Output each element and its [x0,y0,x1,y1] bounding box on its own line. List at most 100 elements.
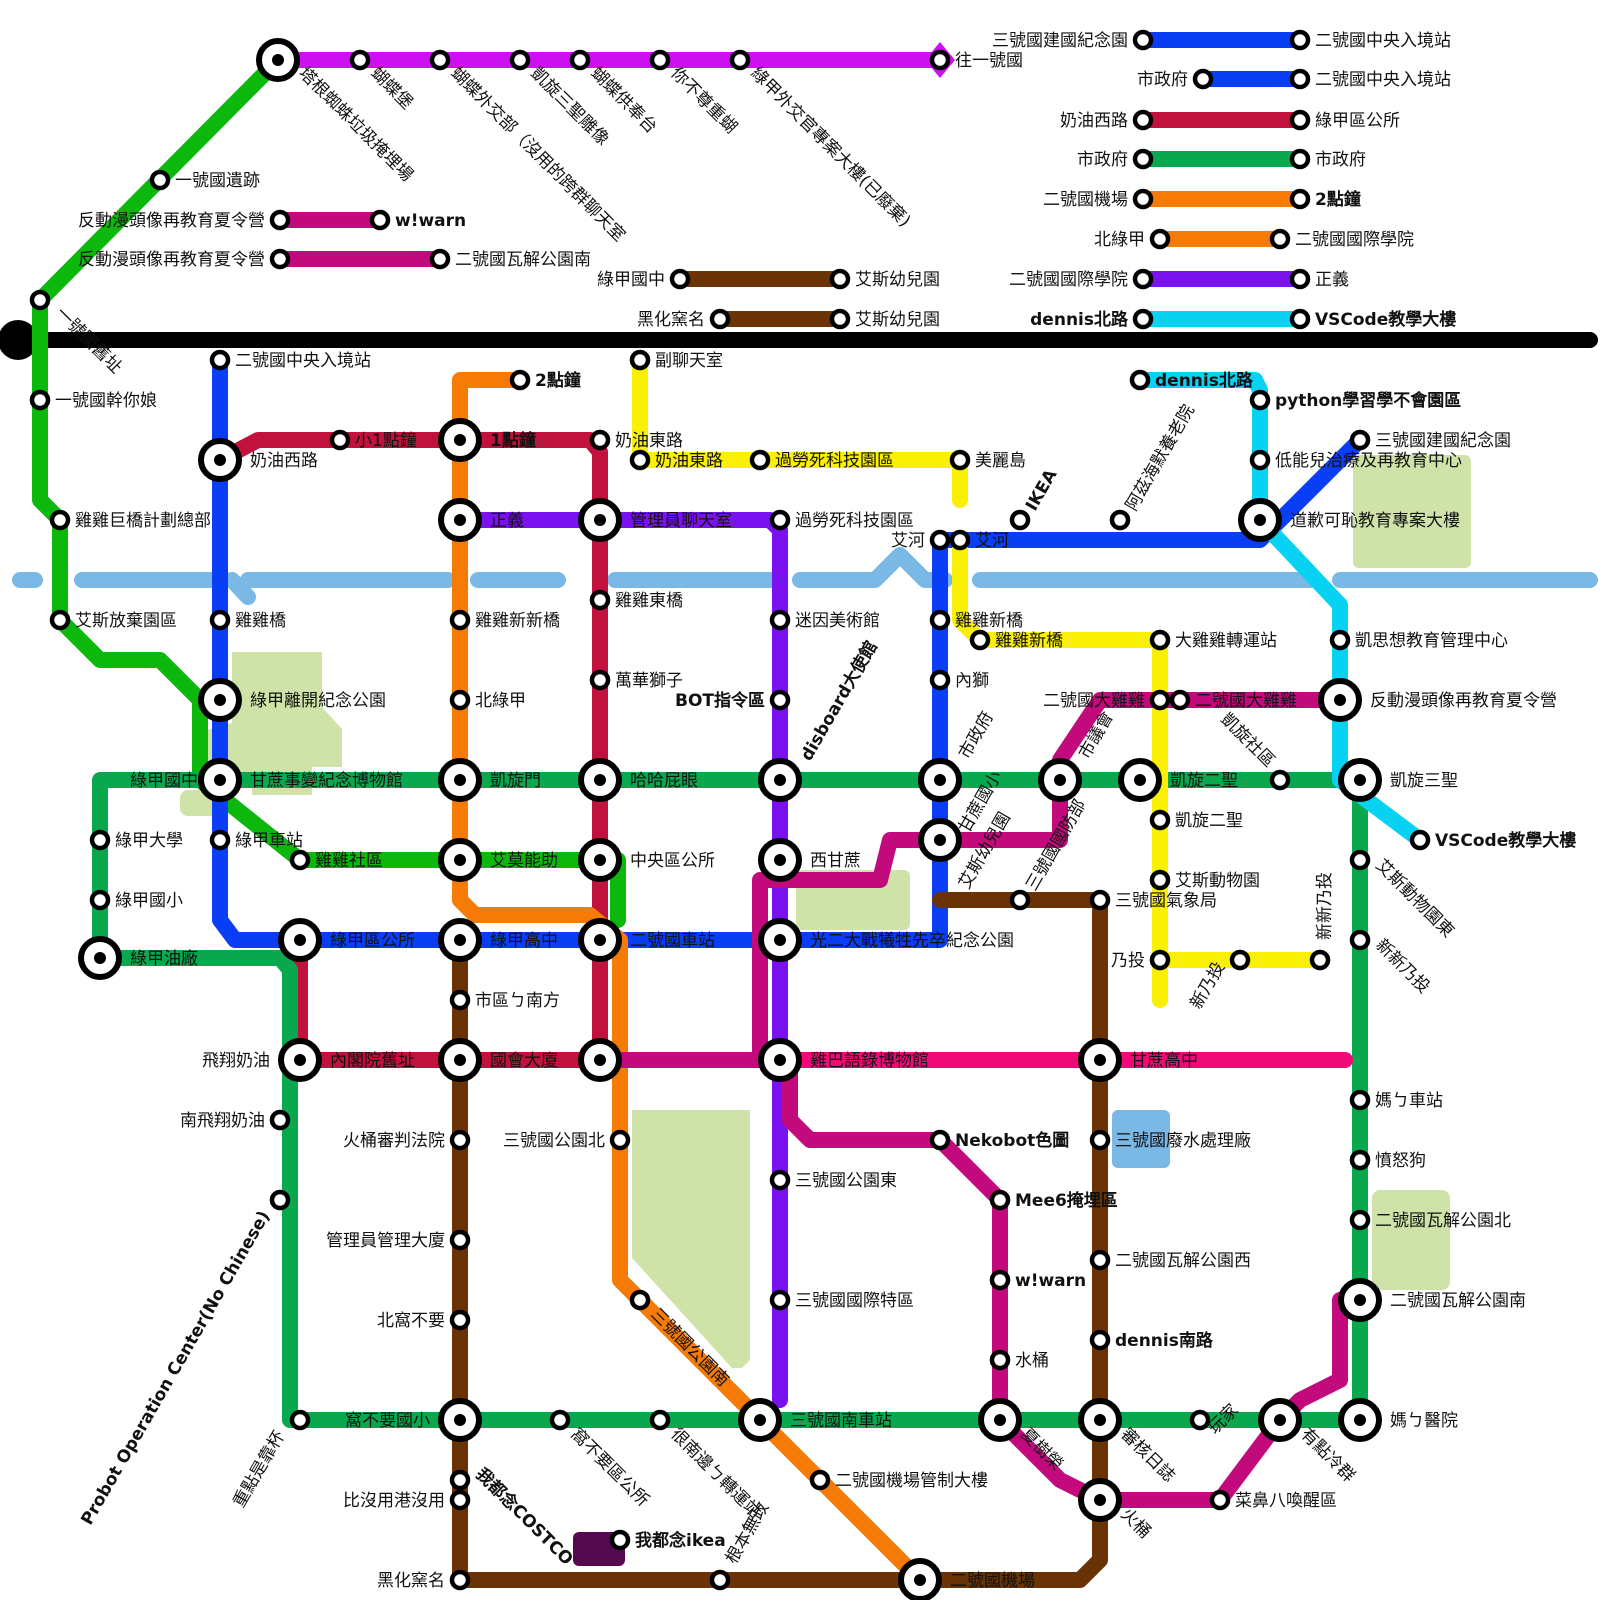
station-marker [1092,892,1108,908]
legend-label: 市政府 [1315,150,1366,170]
station-marker [672,271,688,287]
interchange-dot [454,1414,466,1426]
station: 二號國機場管制大樓 [812,1471,988,1491]
station: 內獅 [932,671,989,691]
station-marker [832,311,848,327]
station-label: 三號國國際特區 [795,1291,914,1311]
station-label: 黑化窯名 [637,310,705,330]
station-marker [512,372,528,388]
station-marker [992,1352,1008,1368]
station-label: BOT指令區 [675,690,765,711]
station-marker [812,1472,828,1488]
station: dennis南路 [1092,1330,1214,1351]
station-label: 雞雞新橋 [955,611,1023,631]
station-marker [1212,1492,1228,1508]
station-label: 火桶審判法院 [343,1131,445,1151]
station-label: 綠甲高中 [490,931,558,951]
station-label: 凱旋門 [490,771,541,791]
station-marker [272,1112,288,1128]
legend-marker [1292,32,1308,48]
station-label: 雞巴語錄博物館 [810,1051,929,1071]
station-label: 光二大戰犧牲先卒紀念公園 [810,930,1014,951]
station: 二號國瓦解公園西 [1092,1251,1251,1271]
station: 我都念ikea [612,1530,726,1551]
station: 二號國車站 [581,921,715,959]
station-label: 市區ㄅ南方 [475,991,560,1011]
station-label: 艾河 [975,531,1009,551]
station: 火桶審判法院 [343,1131,468,1151]
station: 副聊天室 [632,351,723,371]
station-marker [1172,692,1188,708]
station: 萬華獅子 [592,671,683,691]
legend-marker [1272,231,1288,247]
interchange-dot [594,774,606,786]
station: 三號國建國紀念園 [1352,430,1511,451]
station-label: 雞雞東橋 [615,591,683,611]
station: 國會大廈 [490,1041,619,1079]
station: 三號國公園東 [772,1171,897,1191]
station-marker [652,1412,668,1428]
station: 三號國南車站 [741,1401,892,1439]
station-label: 二號國瓦解公園南 [1390,1291,1526,1311]
station: 中央區公所 [581,841,715,879]
interchange-dot [1254,514,1266,526]
line-lime [40,60,618,920]
station-marker [952,532,968,548]
station: 綠甲國小 [92,891,183,911]
station-label: 媽ㄅ車站 [1375,1091,1443,1111]
legend-marker [1292,311,1308,327]
station-label: 三號國廢水處理廠 [1115,1130,1251,1151]
station-label: 西甘蔗 [810,851,861,871]
station: 艾莫能助 [441,841,558,879]
station-marker [272,212,288,228]
station-marker [1092,1332,1108,1348]
legend-label: 綠甲區公所 [1315,111,1400,131]
station-marker [612,1132,628,1148]
station-marker [632,352,648,368]
station: 小1點鐘 [332,431,417,451]
legend-label: 二號國國際學院 [1295,230,1414,250]
legend-marker [1292,71,1308,87]
interchange-dot [754,1414,766,1426]
station-label: w!warn [1015,1271,1086,1291]
interchange-dot [1094,1054,1106,1066]
station: 甘蔗高中 [1081,1041,1198,1079]
interchange-dot [994,1414,1006,1426]
station-label: 三號國南車站 [790,1411,892,1431]
station-marker [612,1532,628,1548]
station-label: 三號國氣象局 [1115,891,1217,911]
station-label: 正義 [490,511,524,531]
station: 凱旋二聖 [1121,761,1238,799]
station: 雞雞新新橋 [452,611,560,631]
station-label: 內獅 [955,671,989,691]
station: 過勞死科技園區 [772,511,914,531]
station-marker [1252,392,1268,408]
station-marker [452,1232,468,1248]
station-label: 管理員管理大廈 [326,1231,445,1251]
station-marker [272,251,288,267]
station-label: 過勞死科技園區 [795,511,914,531]
station: 南飛翔奶油 [180,1111,288,1131]
station-label: 1點鐘 [490,430,536,451]
station-label: VSCode教學大樓 [1435,830,1576,851]
station: 綠甲區公所 [281,921,415,959]
station-label: 二號國機場管制大樓 [835,1471,988,1491]
interchange-dot [914,1574,926,1586]
legend-label: dennis北路 [1030,309,1129,330]
station-marker [772,612,788,628]
station-label: 綠甲油廠 [130,948,198,969]
station-marker [1112,512,1128,528]
interchange-dot [454,514,466,526]
station-marker [372,212,388,228]
station-label: 二號國機場 [950,1571,1035,1591]
station-marker [1152,952,1168,968]
station-marker [432,52,448,68]
station-label: 低能兒治療及再教育中心 [1275,451,1462,471]
station-marker [1332,632,1348,648]
station-marker [932,1132,948,1148]
legend-marker [1292,112,1308,128]
station-marker [212,612,228,628]
station-label: 窩不要區公所 [566,1424,652,1510]
metro-lines [0,42,1590,1580]
station-marker [452,1132,468,1148]
